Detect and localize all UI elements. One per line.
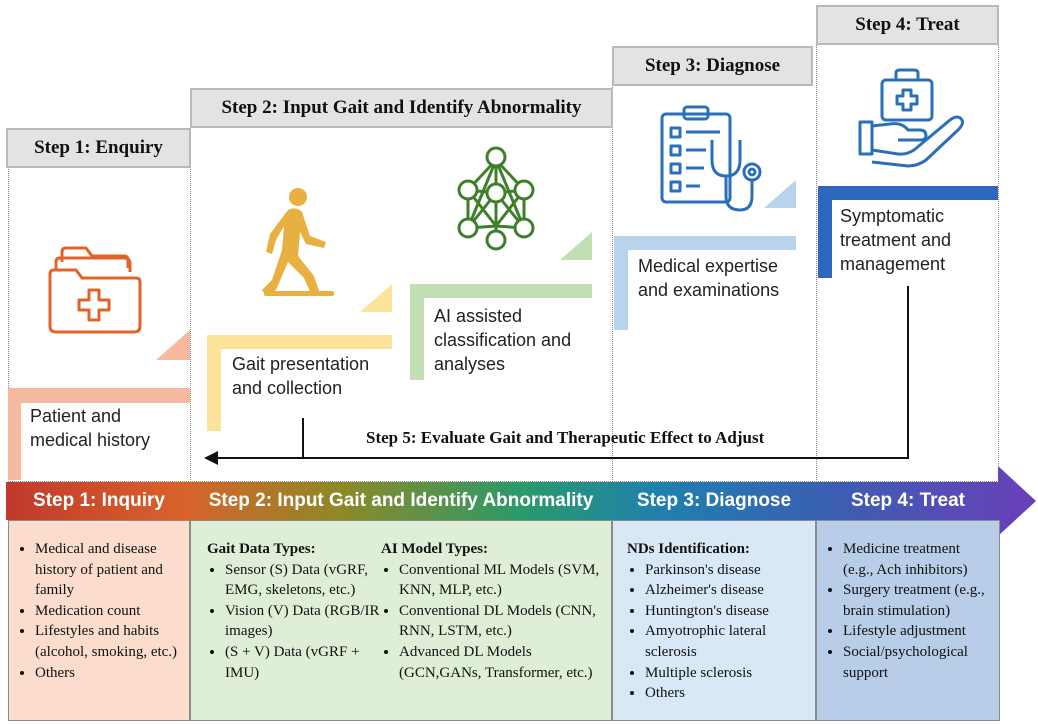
step1-bar-vertical xyxy=(8,388,21,480)
step2-triangle xyxy=(360,284,392,312)
treat-item: Medicine treatment (e.g., Ach inhibitors… xyxy=(843,539,993,580)
inquiry-list: Medical and disease history of patient a… xyxy=(9,539,189,683)
ai-model-section: AI Model Types: Conventional ML Models (… xyxy=(381,539,603,683)
feedback-label: Step 5: Evaluate Gait and Therapeutic Ef… xyxy=(366,428,765,447)
nds-item: Multiple sclerosis xyxy=(645,663,811,684)
caption-gait: Gait presentation and collection xyxy=(232,354,370,398)
treat-item: Lifestyle adjustment xyxy=(843,621,993,642)
gait-data-title: Gait Data Types: xyxy=(207,541,316,557)
step2-bar-vertical xyxy=(207,335,221,431)
panel-diagnose: NDs Identification: Parkinson's diseaseA… xyxy=(612,520,816,721)
walking-person-icon xyxy=(262,188,334,296)
ai-model-title: AI Model Types: xyxy=(381,541,488,557)
caption-patient: Patient and medical history xyxy=(30,406,151,450)
clipboard-stethoscope-icon xyxy=(660,105,762,212)
step1-bar-horizontal xyxy=(8,388,190,403)
band-label-inquiry: Step 1: Inquiry xyxy=(33,490,165,511)
step4-bar-vertical xyxy=(818,186,832,278)
step2b-bar-vertical xyxy=(410,284,424,380)
gait-data-list: Sensor (S) Data (vGRF, EMG, skeletons, e… xyxy=(207,560,385,684)
gait-data-item: Vision (V) Data (RGB/IR images) xyxy=(225,601,385,642)
step4-header: Step 4: Treat xyxy=(816,5,999,45)
step1-header: Step 1: Enquiry xyxy=(6,128,191,168)
feedback-line xyxy=(212,286,909,459)
inquiry-item: Others xyxy=(35,663,189,684)
medical-folder-icon xyxy=(48,246,142,334)
treat-list: Medicine treatment (e.g., Ach inhibitors… xyxy=(817,539,999,683)
nds-item: Others xyxy=(645,683,811,704)
nds-list: Parkinson's diseaseAlzheimer's diseaseHu… xyxy=(627,560,811,704)
panel-input: Gait Data Types: Sensor (S) Data (vGRF, … xyxy=(190,520,612,721)
nds-item: Alzheimer's disease xyxy=(645,580,811,601)
gait-data-item: Sensor (S) Data (vGRF, EMG, skeletons, e… xyxy=(225,560,385,601)
treat-column xyxy=(816,43,999,482)
step2b-bar-horizontal xyxy=(410,284,592,298)
band-label-diagnose: Step 3: Diagnose xyxy=(636,490,792,511)
treat-item: Social/psychological support xyxy=(843,642,993,683)
step2-header: Step 2: Input Gait and Identify Abnormal… xyxy=(190,88,613,128)
step2-bar-horizontal xyxy=(207,335,392,349)
step3-bar-vertical xyxy=(614,236,628,330)
step3-bar-horizontal xyxy=(614,236,796,250)
gait-data-section: Gait Data Types: Sensor (S) Data (vGRF, … xyxy=(207,539,385,683)
step4-bar-horizontal xyxy=(818,186,998,200)
band-label-input: Step 2: Input Gait and Identify Abnormal… xyxy=(208,490,594,511)
process-band-arrow xyxy=(6,466,1036,536)
caption-medical: Medical expertise and examinations xyxy=(638,256,780,300)
step3-header: Step 3: Diagnose xyxy=(612,46,813,86)
ai-model-list: Conventional ML Models (SVM, KNN, MLP, e… xyxy=(381,560,603,684)
nds-item: Huntington's disease xyxy=(645,601,811,622)
ai-model-item: Conventional ML Models (SVM, KNN, MLP, e… xyxy=(399,560,603,601)
nds-item: Parkinson's disease xyxy=(645,560,811,581)
nds-title: NDs Identification: xyxy=(627,541,750,557)
panel-inquiry: Medical and disease history of patient a… xyxy=(8,520,190,721)
gait-data-item: (S + V) Data (vGRF + IMU) xyxy=(225,642,385,683)
inquiry-item: Medical and disease history of patient a… xyxy=(35,539,189,601)
inquiry-item: Medication count xyxy=(35,601,189,622)
band-label-treat: Step 4: Treat xyxy=(850,490,966,511)
ai-model-item: Advanced DL Models (GCN,GANs, Transforme… xyxy=(399,642,603,683)
hand-medical-kit-icon xyxy=(858,68,964,168)
ai-model-item: Conventional DL Models (CNN, RNN, LSTM, … xyxy=(399,601,603,642)
step3-triangle xyxy=(764,180,796,208)
caption-treatment: Symptomatic treatment and management xyxy=(840,206,952,274)
caption-ai: AI assisted classification and analyses xyxy=(434,306,572,374)
panel-treat: Medicine treatment (e.g., Ach inhibitors… xyxy=(816,520,1000,721)
inquiry-item: Lifestyles and habits (alcohol, smoking,… xyxy=(35,621,189,662)
neural-network-icon xyxy=(457,146,535,251)
step1-triangle xyxy=(156,330,190,360)
nds-item: Amyotrophic lateral sclerosis xyxy=(645,621,811,662)
nds-section: NDs Identification: Parkinson's diseaseA… xyxy=(627,539,811,704)
treat-item: Surgery treatment (e.g., brain stimulati… xyxy=(843,580,993,621)
feedback-arrowhead xyxy=(204,451,218,465)
step2b-triangle xyxy=(560,232,592,260)
